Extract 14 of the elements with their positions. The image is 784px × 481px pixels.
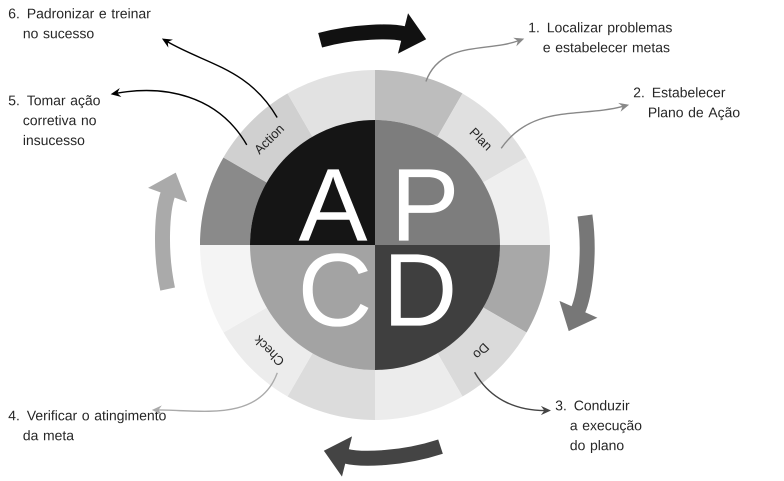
ring-segment <box>375 353 462 420</box>
step-text: 1. Localizar problemas e estabelecer metas <box>529 22 672 52</box>
ring-segment <box>483 157 550 245</box>
ring-segment <box>375 70 462 137</box>
ring-segment <box>288 353 375 420</box>
ring-segment <box>288 70 375 137</box>
step-text: 4. Verificar o atingimento da meta <box>8 410 166 440</box>
step-text: 6. Padronizar e treinar no sucesso <box>8 8 151 38</box>
step-text: 2. Estabelecer Plano de Ação <box>634 87 740 120</box>
ring-segment <box>200 157 267 245</box>
ring-segment <box>483 244 550 332</box>
step-text: 3. Conduzir a execução do plano <box>556 400 642 454</box>
ring-segment <box>200 244 267 332</box>
step-text: 5. Tomar ação corretiva no insucesso <box>8 95 100 146</box>
